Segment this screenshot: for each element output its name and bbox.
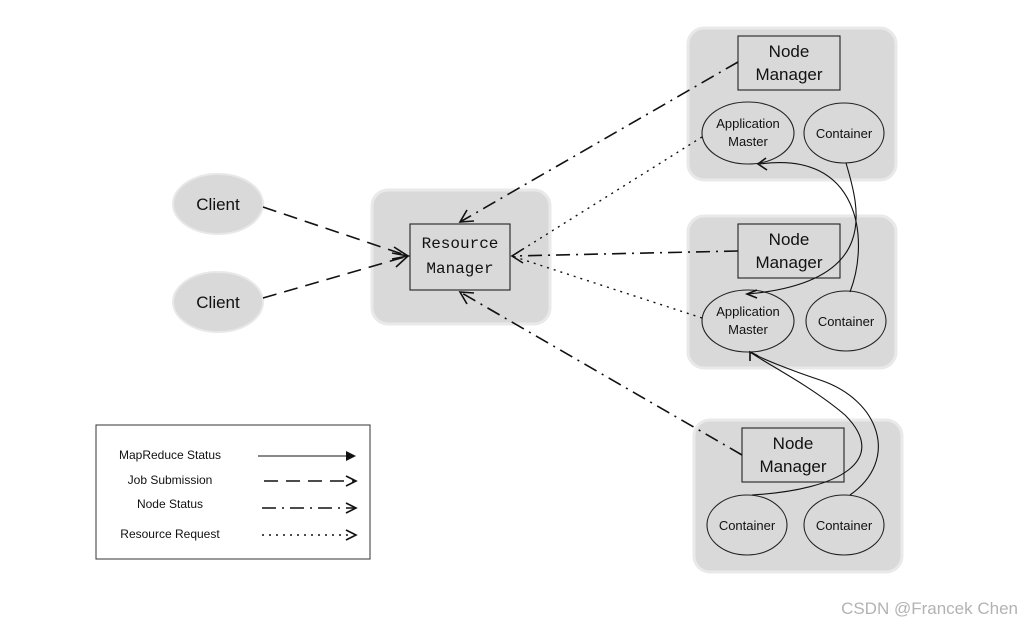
mapreduce-status-curve-4	[749, 351, 879, 496]
node-manager-2-line2: Manager	[755, 253, 822, 272]
container-1-label: Container	[816, 126, 873, 141]
watermark-text: CSDN @Francek Chen	[841, 599, 1018, 618]
client-1: Client	[172, 173, 264, 235]
node-manager-2: Node Manager	[737, 223, 841, 279]
legend-job-submission-label: Job Submission	[128, 473, 213, 487]
resource-request-arrow-2	[511, 255, 703, 319]
container-2: Container	[805, 290, 887, 352]
legend-resource-request-arrowhead	[345, 529, 358, 541]
mapreduce-status-curve-1	[744, 162, 857, 299]
job-submission-arrow-2	[262, 252, 410, 299]
node-status-arrow-3	[458, 291, 743, 456]
resource-manager-label-line1: Resource	[422, 235, 499, 253]
application-master-1: Application Master	[701, 101, 795, 165]
application-master-2-line1: Application	[716, 304, 780, 319]
node-manager-1-line2: Manager	[755, 65, 822, 84]
node-manager-3-line2: Manager	[759, 457, 826, 476]
legend-job-submission-arrowhead	[345, 475, 358, 487]
legend-node-status-label: Node Status	[137, 497, 203, 511]
container-3b-label: Container	[816, 518, 873, 533]
node-manager-1: Node Manager	[737, 35, 841, 91]
client-2: Client	[172, 271, 264, 333]
application-master-2-line2: Master	[728, 322, 768, 337]
node-manager-2-line1: Node	[769, 230, 810, 249]
resource-manager-label-line2: Manager	[426, 260, 493, 278]
node-manager-3: Node Manager	[741, 427, 845, 483]
application-master-1-line2: Master	[728, 134, 768, 149]
node-manager-1-line1: Node	[769, 42, 810, 61]
node-status-arrow-1	[458, 61, 739, 223]
container-1: Container	[803, 102, 885, 164]
container-3a-label: Container	[719, 518, 776, 533]
resource-manager: Resource Manager	[409, 223, 511, 291]
container-3b: Container	[803, 494, 885, 556]
resource-request-arrow-1	[511, 136, 703, 257]
legend-resource-request-label: Resource Request	[120, 527, 220, 541]
legend: MapReduce Status Job Submission Node Sta…	[95, 424, 371, 560]
legend-mapreduce-status-label: MapReduce Status	[119, 448, 221, 462]
legend-node-status-arrowhead	[345, 502, 358, 514]
legend-mapreduce-status-arrowhead	[346, 451, 356, 461]
container-3a: Container	[706, 494, 788, 556]
container-2-label: Container	[818, 314, 875, 329]
mapreduce-status-curve-2	[756, 157, 859, 293]
node-manager-3-line1: Node	[773, 434, 814, 453]
client-1-label: Client	[196, 195, 240, 214]
client-2-label: Client	[196, 293, 240, 312]
application-master-2: Application Master	[701, 289, 795, 353]
node-status-arrow-2	[510, 248, 739, 264]
application-master-1-line1: Application	[716, 116, 780, 131]
